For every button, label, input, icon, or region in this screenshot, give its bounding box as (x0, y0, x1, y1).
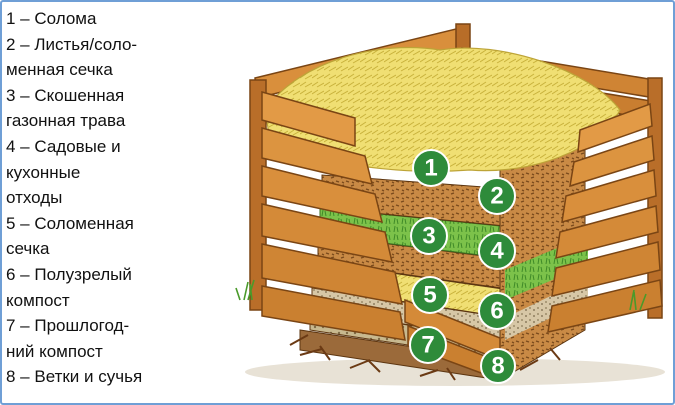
badge-4: 4 (478, 232, 516, 270)
legend-line-1: 1 – Солома (6, 9, 97, 28)
badge-2: 2 (478, 177, 516, 215)
svg-text:5: 5 (423, 282, 436, 309)
legend-line-12: компост (6, 290, 70, 310)
legend-line-11: 6 – Полузрелый (6, 264, 132, 284)
layer-badges: 1 2 3 4 5 6 7 8 (409, 149, 516, 384)
legend-line-4: 3 – Скошенная (6, 85, 125, 105)
legend-line-2: 2 – Листья/соло- (6, 34, 138, 54)
grass-tufts (235, 279, 647, 311)
svg-text:3: 3 (422, 223, 435, 250)
legend-line-9: 5 – Соломенная (6, 213, 134, 233)
svg-text:2: 2 (490, 183, 503, 210)
legend-line-8: отходы (6, 188, 63, 208)
badge-3: 3 (410, 217, 448, 255)
legend-line-3: менная сечка (6, 60, 113, 80)
legend-line-5: газонная трава (6, 111, 126, 131)
svg-text:6: 6 (490, 298, 503, 325)
badge-7: 7 (409, 326, 447, 364)
badge-5: 5 (411, 276, 449, 314)
legend-line-15: 8 – Ветки и сучья (6, 367, 143, 387)
badge-8: 8 (480, 348, 516, 384)
legend-line-10: сечка (6, 239, 50, 259)
layer-legend: 1 – Солома 2 – Листья/соло- менная сечка… (6, 6, 206, 390)
badge-6: 6 (478, 292, 516, 330)
svg-text:1: 1 (424, 155, 437, 182)
legend-line-13: 7 – Прошлогод- (6, 316, 130, 336)
left-wall (249, 79, 406, 341)
twigs (289, 334, 561, 381)
svg-text:4: 4 (490, 238, 504, 265)
badge-1: 1 (412, 149, 450, 187)
svg-text:8: 8 (491, 353, 504, 380)
legend-line-7: кухонные (6, 162, 81, 182)
legend-line-14: ний компост (6, 341, 103, 361)
svg-text:7: 7 (421, 332, 434, 359)
legend-line-6: 4 – Садовые и (6, 136, 121, 156)
